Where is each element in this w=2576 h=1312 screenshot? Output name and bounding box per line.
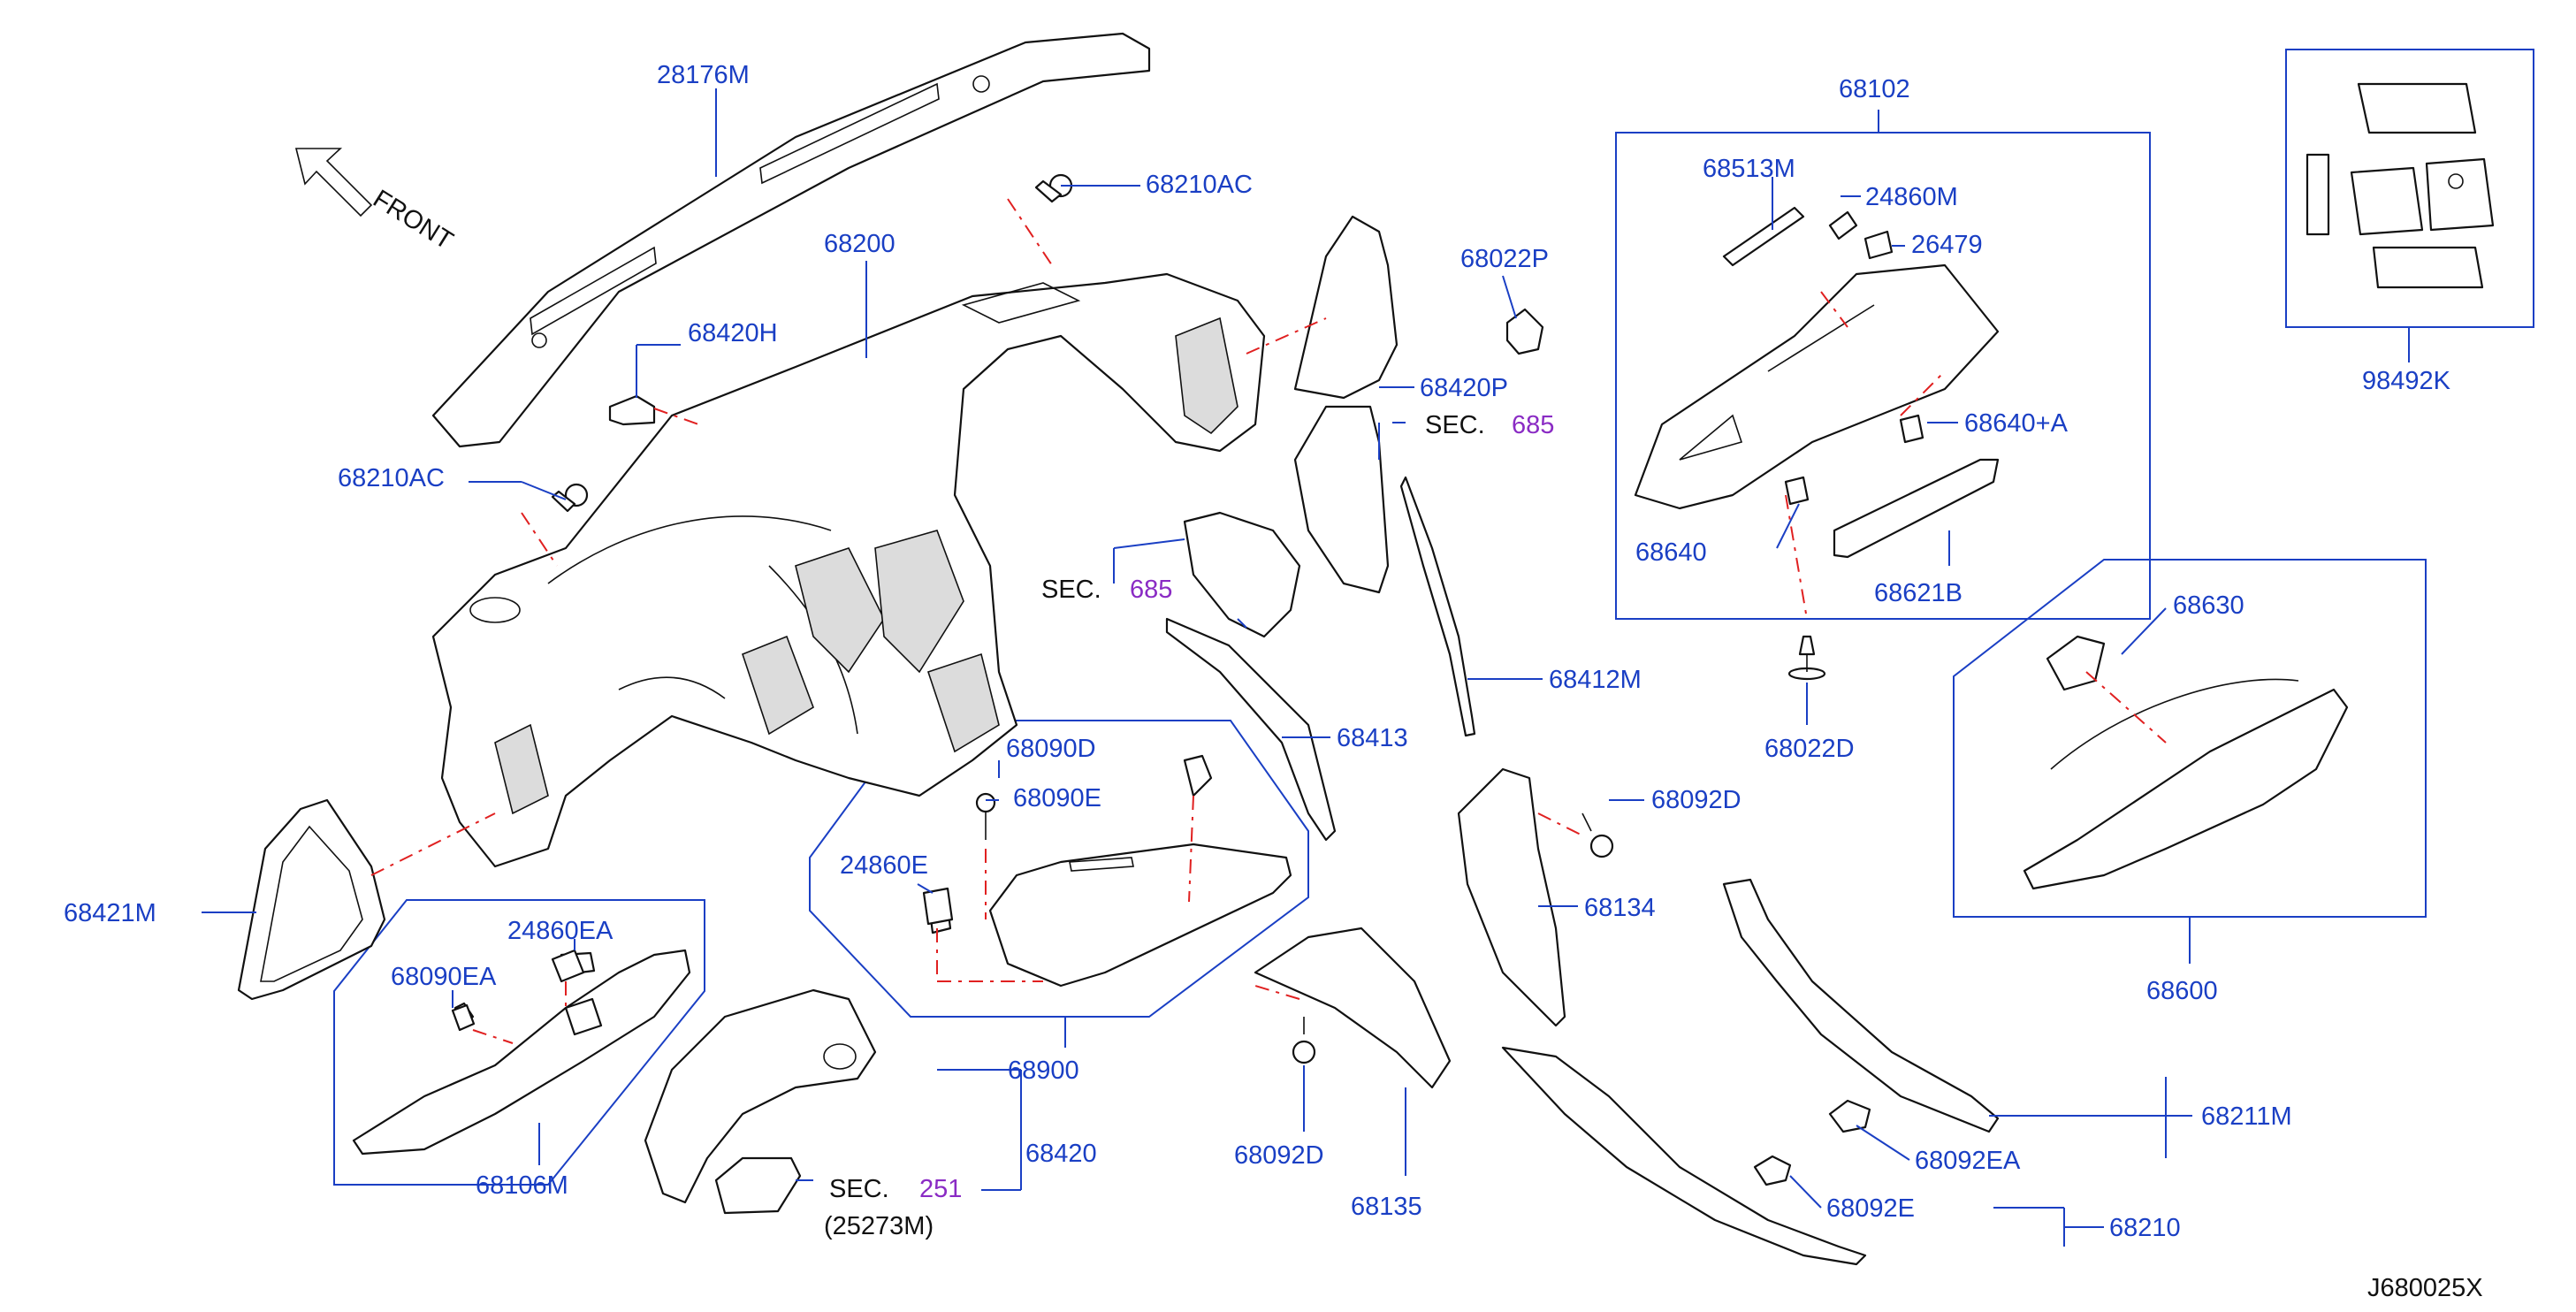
label-68210ac-top[interactable]: 68210AC xyxy=(1146,171,1253,199)
sec-label-251: SEC. xyxy=(829,1175,889,1203)
finisher-68135 xyxy=(1254,927,1452,1089)
sec-ref-685-a[interactable]: 685 xyxy=(1512,411,1554,439)
defroster-grille-28176m xyxy=(431,32,1151,448)
label-68022p[interactable]: 68022P xyxy=(1460,245,1549,273)
duct-685-b xyxy=(1293,405,1390,594)
label-68420[interactable]: 68420 xyxy=(1025,1140,1097,1168)
alignment-lines xyxy=(370,198,2167,1044)
label-68630[interactable]: 68630 xyxy=(2173,591,2244,620)
clip-68022d xyxy=(1787,635,1826,681)
label-68092d-lower[interactable]: 68092D xyxy=(1234,1141,1324,1170)
label-68420h[interactable]: 68420H xyxy=(688,319,778,347)
label-68135[interactable]: 68135 xyxy=(1351,1193,1422,1221)
label-28176m[interactable]: 28176M xyxy=(657,61,750,89)
front-label: FRONT xyxy=(368,185,458,256)
label-68600[interactable]: 68600 xyxy=(2146,977,2218,1005)
label-26479[interactable]: 26479 xyxy=(1911,231,1983,259)
label-68640a[interactable]: 68640+A xyxy=(1964,409,2069,438)
side-finisher-68421m xyxy=(237,798,386,1001)
kit-98492k xyxy=(2305,82,2495,289)
sec-ref-251[interactable]: 251 xyxy=(919,1175,962,1203)
label-68200[interactable]: 68200 xyxy=(824,230,896,258)
diagram-code: J680025X xyxy=(2367,1274,2483,1302)
label-68090ea[interactable]: 68090EA xyxy=(391,963,497,991)
cluster-lid-68420 xyxy=(644,988,877,1215)
panel-68134 xyxy=(1457,767,1566,1027)
finisher-68211m xyxy=(1722,878,2000,1133)
label-68092ea[interactable]: 68092EA xyxy=(1915,1147,2021,1175)
label-68022d[interactable]: 68022D xyxy=(1764,735,1855,763)
group-box-68600 xyxy=(1953,559,2427,918)
label-24860ea[interactable]: 24860EA xyxy=(507,917,614,945)
clip-24860ea xyxy=(551,949,585,983)
label-68211m[interactable]: 68211M xyxy=(2201,1102,2292,1131)
label-68412m[interactable]: 68412M xyxy=(1549,666,1642,694)
bracket-68420h xyxy=(608,394,656,426)
group-box-68900 xyxy=(809,720,1309,1018)
label-25273m[interactable]: (25273M) xyxy=(824,1212,934,1240)
label-68640[interactable]: 68640 xyxy=(1635,538,1707,567)
label-68090d[interactable]: 68090D xyxy=(1006,735,1096,763)
group-box-68106m xyxy=(333,899,705,1186)
label-68102[interactable]: 68102 xyxy=(1839,75,1910,103)
label-68421m[interactable]: 68421M xyxy=(64,899,156,927)
front-arrow-icon: FRONT xyxy=(294,148,458,256)
clip-68092ea xyxy=(1828,1099,1871,1133)
label-68420p[interactable]: 68420P xyxy=(1420,374,1508,402)
label-68413[interactable]: 68413 xyxy=(1337,724,1408,752)
clip-24860e xyxy=(922,887,954,926)
label-68092e[interactable]: 68092E xyxy=(1826,1194,1915,1223)
strip-68412m xyxy=(1399,476,1476,737)
screw-68092d-right xyxy=(1581,812,1614,858)
glove-box-housing-68102 xyxy=(1634,206,2000,510)
label-98492k[interactable]: 98492K xyxy=(2362,367,2451,395)
label-68134[interactable]: 68134 xyxy=(1584,894,1656,922)
sec-label-685-b: SEC. xyxy=(1041,576,1101,604)
side-panel-68420p xyxy=(1293,215,1399,400)
panel-68210 xyxy=(1501,1046,1867,1266)
group-box-68102 xyxy=(1615,132,2151,620)
instrument-panel-68200 xyxy=(431,272,1266,868)
label-68090e[interactable]: 68090E xyxy=(1013,784,1101,812)
sec-label-685-a: SEC. xyxy=(1425,411,1485,439)
glove-box-lid-68600 xyxy=(2023,635,2349,890)
label-68210ac-left[interactable]: 68210AC xyxy=(338,464,445,492)
clip-68210ac-top xyxy=(1034,173,1073,203)
label-68210[interactable]: 68210 xyxy=(2109,1214,2181,1242)
label-24860e[interactable]: 24860E xyxy=(840,851,928,880)
clip-68022p xyxy=(1505,308,1544,355)
trim-68413 xyxy=(1165,617,1337,842)
label-68900[interactable]: 68900 xyxy=(1008,1056,1079,1085)
clip-68092e xyxy=(1753,1155,1792,1186)
label-68092d-right[interactable]: 68092D xyxy=(1651,786,1741,814)
leader-lines xyxy=(202,88,2410,1247)
sec-ref-685-b[interactable]: 685 xyxy=(1130,576,1172,604)
label-24860m[interactable]: 24860M xyxy=(1865,183,1958,211)
part-labels: 28176M 68210AC 68200 68420H 68210AC 6842… xyxy=(64,61,2483,1302)
duct-685-a xyxy=(1183,511,1301,638)
label-68106m[interactable]: 68106M xyxy=(476,1171,568,1200)
strip-68621b xyxy=(1833,458,2000,559)
label-68621b[interactable]: 68621B xyxy=(1874,579,1962,607)
clip-68210ac-left xyxy=(551,483,589,513)
label-68513m[interactable]: 68513M xyxy=(1703,155,1795,183)
clip-68090ea xyxy=(451,1003,476,1032)
screw-68092d-lower xyxy=(1292,1017,1316,1064)
